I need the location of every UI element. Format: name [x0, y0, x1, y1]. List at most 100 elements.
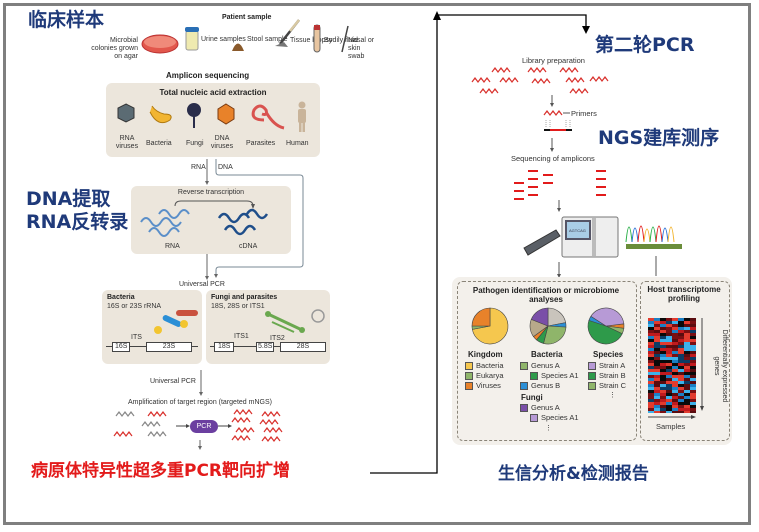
heatmap-cell [660, 324, 666, 327]
legend-swatch [520, 404, 528, 412]
heatmap-cell [690, 354, 696, 357]
heatmap-cell [684, 387, 690, 390]
legend-label: Species A1 [541, 371, 579, 380]
heatmap-cell [666, 399, 672, 402]
heatmap-cell [666, 369, 672, 372]
heatmap-cell [690, 411, 696, 413]
heatmap-cell [672, 342, 678, 345]
heatmap-cell [666, 408, 672, 411]
rna-virus-icon [117, 103, 135, 123]
legend-swatch [465, 362, 473, 370]
heatmap-cell [684, 357, 690, 360]
heatmap-cell [672, 339, 678, 342]
fungi-target-panel: Fungi and parasites 18S, 28S or ITS1 18S… [206, 290, 330, 364]
legend-swatch [465, 382, 473, 390]
heatmap-cell [654, 402, 660, 405]
heatmap-cell [648, 348, 654, 351]
heatmap-cell [660, 384, 666, 387]
kingdom-title: Kingdom [468, 350, 503, 359]
bacteria-target-panel: Bacteria 16S or 23S rRNA 16S ITS 23S [102, 290, 202, 364]
heatmap-cell [654, 396, 660, 399]
amplified-strands [231, 409, 283, 442]
fungi-parasite-icon [265, 309, 325, 333]
heatmap-cell [684, 330, 690, 333]
heatmap-cell [690, 390, 696, 393]
heatmap-cell [660, 390, 666, 393]
sample-agar-label: Microbial colonies grown on agar [91, 37, 138, 60]
legend-swatch [520, 382, 528, 390]
heatmap-cell [648, 384, 654, 387]
heatmap-cell [672, 408, 678, 411]
amplification-strands [113, 409, 283, 442]
heatmap-cell [678, 336, 684, 339]
organism-fungi: Fungi [186, 140, 204, 147]
heatmap-cell [672, 369, 678, 372]
heatmap-cell [666, 345, 672, 348]
sequencer-icon: AGTCAG [561, 216, 619, 258]
heatmap-cell [672, 321, 678, 324]
heading-rna-rt: RNA反转录 [26, 211, 129, 233]
bacteria-icon [149, 105, 172, 124]
heatmap-ylabel: Differentially expressed genes [713, 329, 728, 403]
heatmap-cell [666, 339, 672, 342]
heatmap-cell [690, 384, 696, 387]
library-strands [471, 67, 609, 94]
heatmap-cell [654, 381, 660, 384]
primer-diagram [543, 95, 572, 152]
heatmap-cell [654, 318, 660, 321]
heading-ngs-library: NGS建库测序 [598, 127, 720, 149]
heatmap-cell [678, 333, 684, 336]
slide-frame [3, 3, 751, 525]
heatmap-cell [690, 357, 696, 360]
heatmap-cell [672, 345, 678, 348]
heatmap-cell [672, 378, 678, 381]
heatmap-cell [684, 342, 690, 345]
extraction-panel: Total nucleic acid extraction RNA viruse… [106, 83, 320, 157]
pie-slice [543, 325, 567, 345]
heatmap-cell [690, 405, 696, 408]
legend-label: Genus A [531, 403, 560, 412]
heatmap-cell [654, 333, 660, 336]
heatmap-cell [666, 405, 672, 408]
bacteria-title: Bacteria [531, 350, 563, 359]
fungi-target-title: Fungi and parasites [211, 294, 278, 301]
heatmap-cell [666, 330, 672, 333]
genes-arrow-icon [700, 318, 704, 411]
heatmap-cell [690, 366, 696, 369]
heatmap-cell [648, 390, 654, 393]
heatmap-cell [648, 336, 654, 339]
heatmap-cell [660, 399, 666, 402]
heatmap-cell [648, 408, 654, 411]
heatmap-cell [654, 411, 660, 413]
heatmap-cell [648, 330, 654, 333]
heatmap-cell [660, 396, 666, 399]
legend-label: Strain A [599, 361, 626, 370]
heatmap-cell [660, 348, 666, 351]
legend-label: Viruses [476, 381, 501, 390]
heatmap-cell [660, 360, 666, 363]
heatmap-cell [666, 378, 672, 381]
heatmap-cell [654, 405, 660, 408]
heatmap-cell [648, 411, 654, 413]
organism-icons [117, 101, 306, 132]
heatmap-cell [654, 348, 660, 351]
heatmap-cell [648, 402, 654, 405]
heatmap-cell [660, 342, 666, 345]
heatmap-cell [660, 372, 666, 375]
chromatogram-icon [625, 225, 682, 249]
stool-icon [232, 43, 244, 51]
heatmap-cell [684, 333, 690, 336]
gene-its2: ITS2 [270, 335, 285, 342]
heatmap-cell [666, 384, 672, 387]
pie-slice [471, 307, 491, 327]
heatmap-cell [648, 378, 654, 381]
cdna-label: cDNA [239, 243, 258, 250]
fungi-icon [187, 103, 201, 128]
heatmap-cell [666, 336, 672, 339]
heatmap-cell [684, 372, 690, 375]
heatmap-cell [666, 321, 672, 324]
pie-kingdom [471, 307, 509, 345]
gene-23s: 23S [146, 342, 192, 352]
swab-icon [341, 25, 349, 53]
heatmap-cell [654, 390, 660, 393]
